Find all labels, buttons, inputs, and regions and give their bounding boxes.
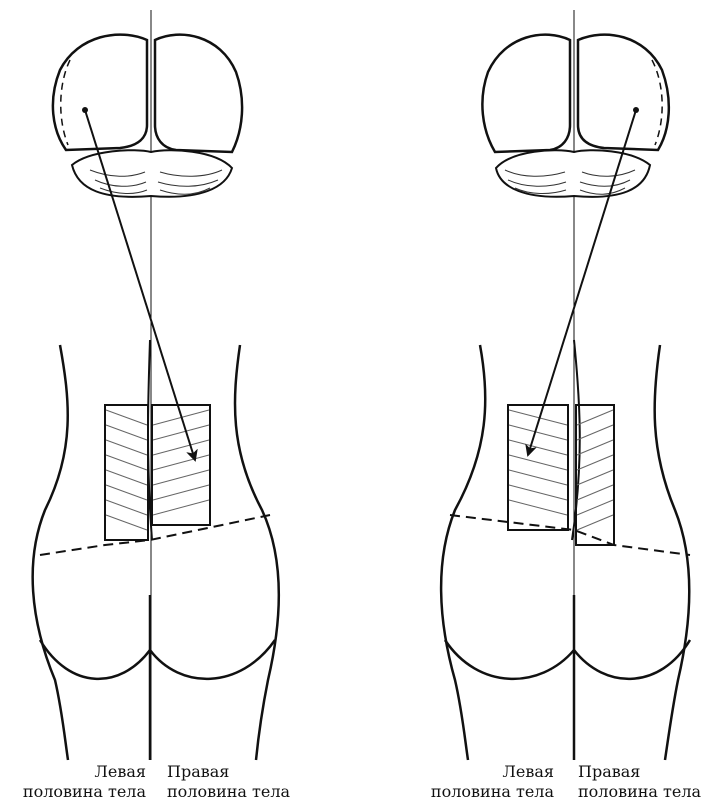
label-left-line1: Левая (0, 762, 146, 782)
label-right-line2: половина тела (578, 782, 712, 802)
hatch-lines-right (577, 410, 613, 530)
buttock-left (445, 640, 574, 679)
cerebellum (72, 150, 232, 197)
brain-left-hemisphere (482, 35, 570, 152)
dashed-waistline (450, 515, 690, 555)
body-left-outline (441, 345, 485, 760)
buttock-left (40, 640, 150, 679)
label-right-line1: Правая (578, 762, 712, 782)
hatch-lines-left (106, 410, 147, 530)
buttock-right (150, 640, 275, 679)
panel-left (33, 10, 279, 760)
body-right-outline (235, 345, 279, 760)
label-left-line1: Левая (414, 762, 554, 782)
dashed-waistline (40, 515, 270, 555)
brain-right-hemisphere (578, 35, 669, 150)
panel-right (441, 10, 690, 760)
label-left-body-half: Левая половина тела (414, 762, 554, 802)
label-left-line2: половина тела (414, 782, 554, 802)
buttock-right (574, 640, 690, 679)
label-left-line2: половина тела (0, 782, 146, 802)
label-right-line2: половина тела (167, 782, 307, 802)
hatch-lines-right (153, 410, 209, 515)
brain-right-hemisphere (155, 35, 242, 152)
hatched-region-right (576, 405, 614, 545)
brain-left-hemisphere (53, 35, 147, 150)
label-right-line1: Правая (167, 762, 307, 782)
label-right-body-half: Правая половина тела (578, 762, 712, 802)
label-left-body-half: Левая половина тела (0, 762, 146, 802)
label-right-body-half: Правая половина тела (167, 762, 307, 802)
